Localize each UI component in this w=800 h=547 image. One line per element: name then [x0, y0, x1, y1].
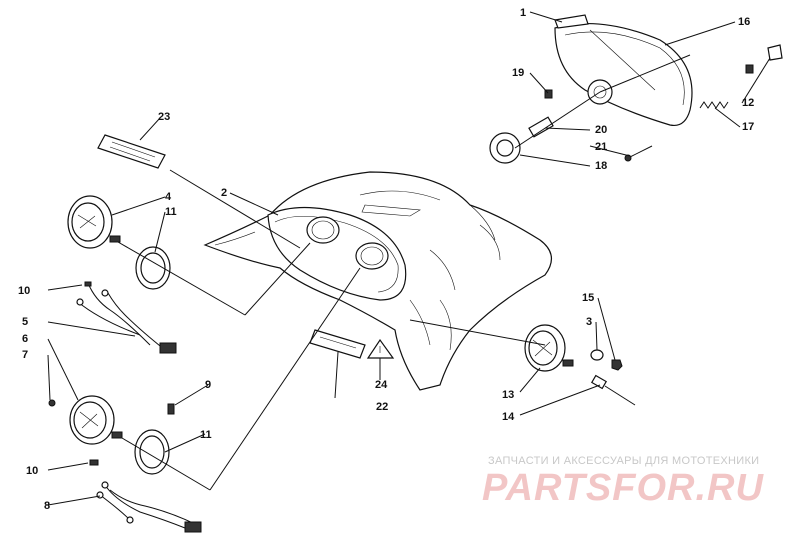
watermark-brand: PARTSFOR.RU	[482, 467, 764, 509]
nut-15	[611, 359, 623, 371]
adjuster-12	[745, 44, 783, 74]
callout-14: 14	[502, 411, 515, 423]
callout-1: 1	[520, 7, 526, 19]
callout-9: 9	[205, 379, 211, 391]
bulb-9	[167, 403, 175, 415]
callout-24: 24	[375, 379, 388, 391]
callout-10-lower: 10	[26, 465, 38, 477]
callout-8: 8	[44, 500, 50, 512]
callout-3: 3	[586, 316, 592, 328]
retaining-ring-18	[489, 132, 521, 164]
callout-4: 4	[165, 191, 172, 203]
washer-3	[590, 349, 604, 361]
bracket-1	[554, 14, 589, 29]
callout-11-upper: 11	[165, 206, 177, 218]
watermark: ЗАПЧАСТИ И АКСЕССУАРЫ ДЛЯ МОТОТЕХНИКИ PA…	[482, 455, 764, 509]
hood-dash-panel	[203, 171, 552, 391]
bezel-ring-11-upper	[135, 246, 171, 290]
headlight-housing-16	[554, 22, 693, 127]
callout-labels: 1 2 3 4 5 6 7 8 9 10 10 11 11 12 13 14 1…	[18, 7, 754, 512]
callout-13: 13	[502, 389, 514, 401]
callout-2: 2	[221, 187, 227, 199]
bolt-21	[624, 145, 653, 162]
callout-15: 15	[582, 292, 594, 304]
screw-19	[544, 89, 553, 99]
callout-23: 23	[158, 111, 170, 123]
callout-16: 16	[738, 16, 750, 28]
gauge-6	[48, 395, 123, 445]
gauge-4	[67, 195, 121, 249]
decal-23	[97, 134, 166, 169]
callout-18: 18	[595, 160, 607, 172]
gauge-13	[524, 324, 574, 372]
callout-6: 6	[22, 333, 28, 345]
callout-22: 22	[376, 401, 388, 413]
callout-12: 12	[742, 97, 754, 109]
decal-24-warning-triangle	[366, 338, 395, 359]
leader-lines	[47, 11, 771, 506]
wire-harness-8	[89, 459, 202, 533]
callout-10-upper: 10	[18, 285, 30, 297]
callout-19: 19	[512, 67, 524, 79]
callout-11-lower: 11	[200, 429, 212, 441]
callout-20: 20	[595, 124, 607, 136]
watermark-caption: ЗАПЧАСТИ И АКСЕССУАРЫ ДЛЯ МОТОТЕХНИКИ	[488, 455, 759, 467]
speedo-cable-14	[590, 374, 636, 406]
callout-21: 21	[595, 141, 607, 153]
callout-5: 5	[22, 316, 28, 328]
callout-7: 7	[22, 349, 28, 361]
callout-17: 17	[742, 121, 754, 133]
bezel-ring-11-lower	[134, 429, 170, 475]
wire-harness-5	[76, 281, 177, 354]
spring-17	[699, 101, 729, 109]
